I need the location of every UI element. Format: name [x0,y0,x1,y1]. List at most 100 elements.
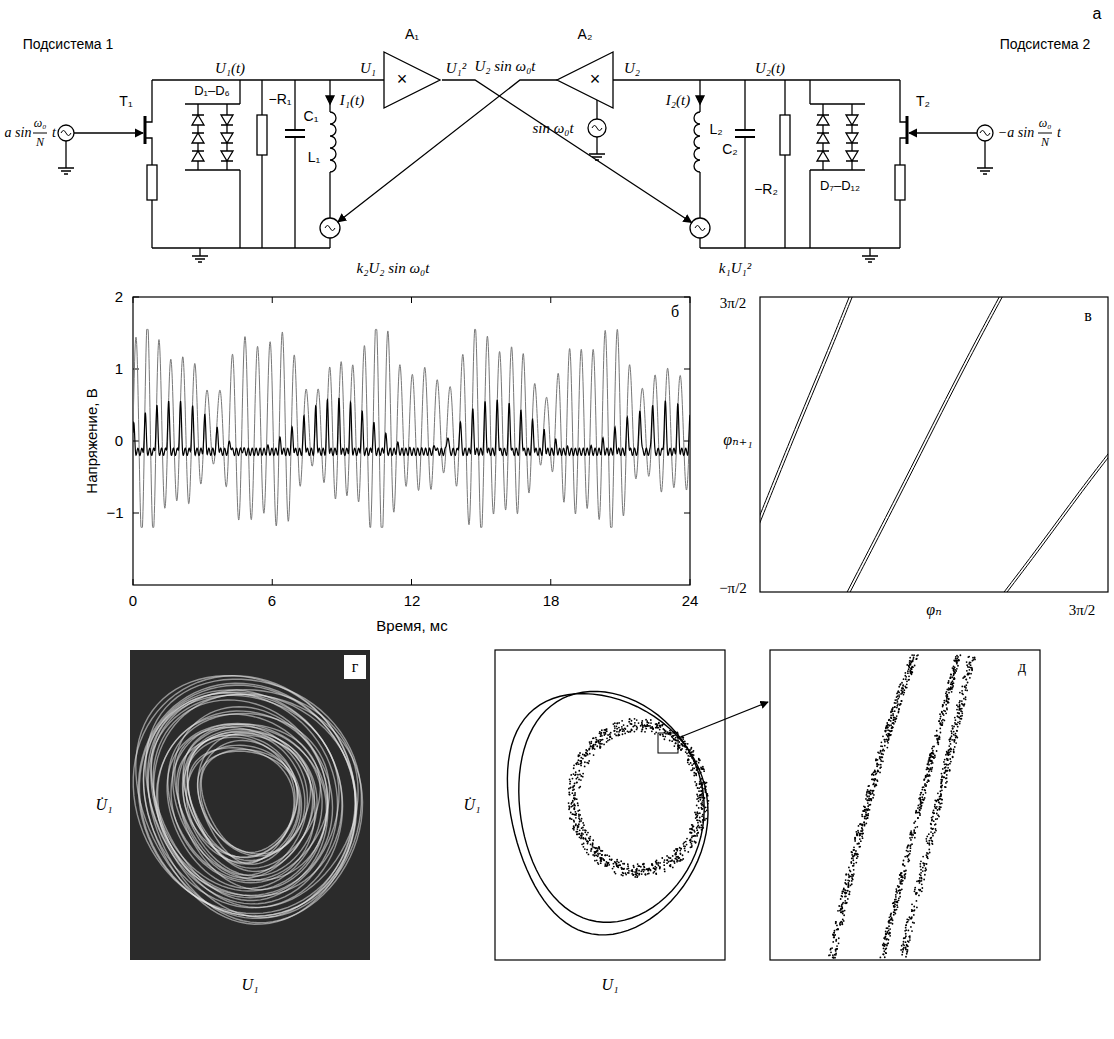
multiplier-block: A₁× [382,26,442,110]
oscilloscope-photo [130,650,370,960]
wire [900,138,907,165]
part-name: −R₁ [268,92,291,107]
part-name: L₂ [709,122,722,137]
signal-name: k₂U₂ sin ω₀t [357,260,430,277]
tick-label: 6 [268,593,276,610]
signal-name: t [52,125,56,140]
map-curve [998,445,1108,592]
panel-letter: а [1093,5,1102,23]
ground-symbol [192,248,208,262]
diode-symbol [221,151,233,161]
transistor-symbol [144,116,147,144]
transistor-symbol [906,116,909,144]
tick-label: −π/2 [719,580,747,597]
source-symbol [58,125,74,141]
axis-title: U₁ [601,976,618,994]
wire [596,100,597,119]
wire [699,172,700,218]
time-series-chart [133,297,690,585]
wire [1038,133,1052,134]
ground-symbol [862,248,878,262]
tick-label: 3π/2 [1069,602,1096,619]
wire [294,80,295,130]
source-symbol [588,119,606,137]
source-symbol [61,131,71,136]
multiplier-block: A₂× [555,26,615,110]
wire [744,137,745,248]
signal-name: ω₀ [1039,117,1052,130]
wire [784,80,785,115]
wire [145,138,152,165]
amplifier-symbol [382,50,442,110]
wire [261,80,262,115]
wire [239,80,240,104]
circuit-schematic [33,80,1052,262]
signal-name: −a sin [998,125,1034,140]
part-name: −R₂ [754,182,778,197]
wire [329,172,330,218]
wire [784,155,785,248]
source-symbol [695,226,705,231]
part-name: L₁ [308,150,321,165]
signal-name: N [1041,136,1049,149]
diode-symbol [817,115,829,125]
current-arrow [326,96,334,104]
inductor-symbol [694,112,700,172]
capacitor-symbol [735,130,755,137]
panel-letter: д [1018,658,1026,676]
tick-label: 0 [115,433,123,450]
part-name: D₇–D₁₂ [820,179,860,193]
signal-name: U₂ sin ω₀t [474,58,535,75]
source-symbol [977,125,993,141]
tick-label: −1 [106,505,123,522]
axis-title: U₁ [241,976,258,994]
wire [33,133,47,134]
amplifier-name: A₂ [578,27,593,42]
wire [261,155,262,248]
wire [809,170,810,248]
signal-name: k₁U₁² [719,260,751,277]
signal-name: I₁(t) [340,92,364,109]
tick-label: 3π/2 [720,295,747,312]
wire [899,200,900,248]
axis-title: Напряжение, В [84,388,101,493]
signal-trace [133,398,690,455]
panel-letter: в [1084,307,1092,325]
part-name: C₂ [722,142,738,157]
signal-name: U₁ [360,60,376,77]
diode-symbol [846,133,858,143]
source-symbol [592,126,602,131]
signal-name: ω₀ [34,117,47,130]
wire [984,141,985,160]
axis-title: U̇₁ [463,796,480,814]
part-name: D₁–D₆ [194,84,230,98]
tick-label: 12 [404,593,421,610]
map-curve [760,297,855,535]
diode-symbol [221,133,233,143]
wire [744,80,745,130]
source-symbol [325,226,335,231]
source-symbol [980,131,990,136]
wire [151,200,152,248]
tick-label: 18 [543,593,560,610]
signal-name: t [1057,125,1061,140]
phase-map [752,290,1114,600]
signal-name: sin ω₀t [532,120,573,137]
map-curve [846,297,1006,592]
signal-name: U₂(t) [755,60,785,77]
diode-symbol [192,151,204,161]
amplifier-symbol [555,50,615,110]
resistor-symbol [257,115,267,155]
diode-symbol [817,151,829,161]
wire [338,80,557,222]
signal-name: N [36,136,44,149]
wire [152,247,330,248]
source-symbol [320,218,340,238]
wire [152,79,384,80]
wire [74,132,143,133]
wire [613,79,900,80]
diode-symbol [221,115,233,125]
current-arrow [696,96,704,104]
diode-symbol [846,115,858,125]
